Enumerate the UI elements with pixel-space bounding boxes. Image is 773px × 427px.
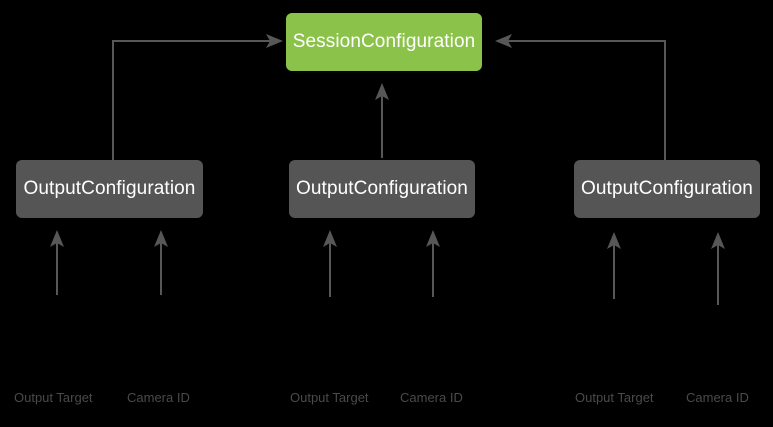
leaf-output-target-3: Output Target xyxy=(575,390,654,405)
node-output-configuration-2[interactable]: OutputConfiguration xyxy=(289,160,475,218)
edge-camera-id1-to-output1 xyxy=(154,230,168,295)
edge-output3-to-session xyxy=(495,34,666,160)
node-output-configuration-3-label: OutputConfiguration xyxy=(581,178,753,199)
edge-camera-id3-to-output3 xyxy=(711,232,725,305)
edge-output1-to-session xyxy=(112,34,283,160)
node-output-configuration-1-label: OutputConfiguration xyxy=(23,178,196,199)
node-session-configuration[interactable]: SessionConfiguration xyxy=(286,13,482,71)
leaf-camera-id-2: Camera ID xyxy=(400,390,463,405)
node-output-configuration-1[interactable]: OutputConfiguration xyxy=(16,160,203,218)
edge-output-target3-to-output3 xyxy=(607,232,621,299)
node-session-configuration-label: SessionConfiguration xyxy=(292,31,476,52)
edge-output2-to-session xyxy=(375,83,389,158)
edge-output-target1-to-output1 xyxy=(50,230,64,295)
edge-output-target2-to-output2 xyxy=(323,230,337,297)
leaf-output-target-2: Output Target xyxy=(290,390,369,405)
leaf-camera-id-1: Camera ID xyxy=(127,390,190,405)
edge-camera-id2-to-output2 xyxy=(426,230,440,297)
leaf-output-target-1: Output Target xyxy=(14,390,93,405)
node-output-configuration-2-label: OutputConfiguration xyxy=(296,178,468,199)
leaf-camera-id-3: Camera ID xyxy=(686,390,749,405)
node-output-configuration-3[interactable]: OutputConfiguration xyxy=(574,160,760,218)
